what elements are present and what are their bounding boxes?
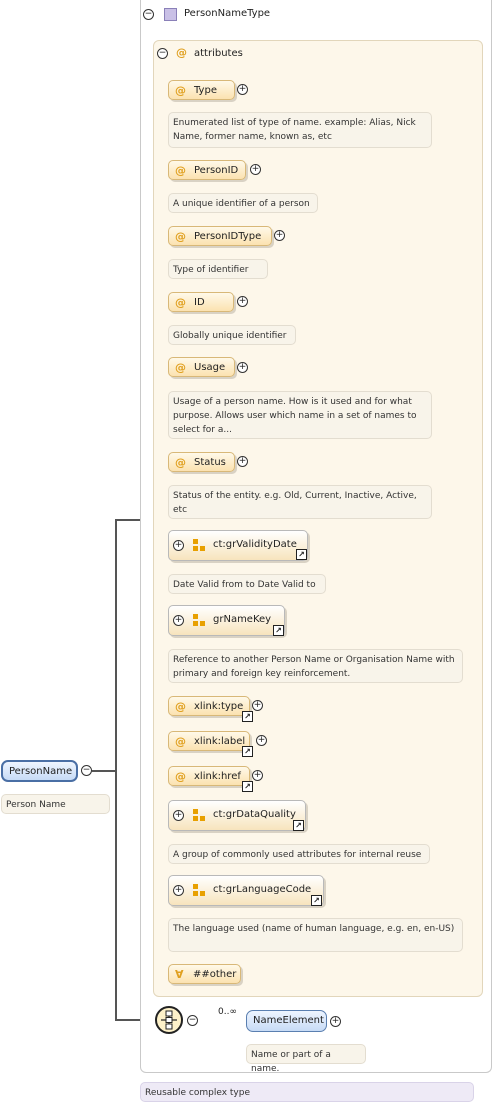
expand-languagecode-icon[interactable]: + [173,885,184,896]
complex-type-name: PersonNameType [184,8,271,19]
expand-dataquality-icon[interactable]: + [173,810,184,821]
collapse-attributes-icon[interactable]: − [157,48,168,59]
attribute-group-validitydate[interactable]: + ct:grValidityDate ↗ [168,530,308,561]
attribute-icon: @ [175,164,186,177]
attribute-group-doc-dataquality: A group of commonly used attributes for … [168,844,430,864]
attribute-icon: @ [175,361,186,374]
attribute-doc-status: Status of the entity. e.g. Old, Current,… [168,485,432,519]
complex-type-annotation: Reusable complex type [140,1082,474,1102]
sequence-compositor-icon[interactable] [155,1006,183,1034]
xlink-label-reference-icon[interactable]: ↗ [242,746,253,757]
attribute-group-doc-validitydate: Date Valid from to Date Valid to [168,574,326,594]
attribute-icon: @ [175,84,186,97]
attribute-group-icon [193,884,206,897]
collapse-sequence-icon[interactable]: − [187,1015,198,1026]
attribute-group-doc-languagecode: The language used (name of human languag… [168,918,463,952]
attribute-usage[interactable]: @ Usage [168,357,235,377]
attribute-group-doc-namekey: Reference to another Person Name or Orga… [168,649,463,683]
expand-xlink-href-icon[interactable]: + [252,770,263,781]
attribute-group-dataquality[interactable]: + ct:grDataQuality ↗ [168,800,306,831]
attribute-personid[interactable]: @ PersonID [168,160,246,180]
expand-validitydate-icon[interactable]: + [173,540,184,551]
expand-xlink-label-icon[interactable]: + [256,735,267,746]
root-element-doc: Person Name [1,794,110,814]
attribute-xlink-label[interactable]: @ xlink:label [168,731,250,751]
child-element-label: NameElement [253,1015,324,1026]
attribute-doc-personid: A unique identifier of a person [168,193,318,213]
expand-namekey-icon[interactable]: + [173,615,184,626]
attribute-group-icon [193,614,206,627]
attribute-xlink-type[interactable]: @ xlink:type [168,696,250,716]
attribute-group-languagecode[interactable]: + ct:grLanguageCode ↗ [168,875,324,906]
attribute-label: Usage [194,362,226,373]
reference-arrow-icon[interactable]: ↗ [293,820,304,831]
attribute-label: PersonIDType [194,231,262,242]
attributes-label: attributes [194,48,243,59]
attribute-doc-type: Enumerated list of type of name. example… [168,112,432,148]
any-attribute[interactable]: ∀ ##other [168,964,241,984]
complex-type-icon [164,8,177,21]
attribute-id[interactable]: @ ID [168,292,234,312]
attribute-doc-personidtype: Type of identifier [168,259,268,279]
attribute-group-label: ct:grLanguageCode [213,884,312,895]
reference-arrow-icon[interactable]: ↗ [311,895,322,906]
attribute-label: Type [194,85,217,96]
root-element-personname[interactable]: PersonName [1,760,78,782]
attribute-doc-id: Globally unique identifier [168,325,296,345]
reference-arrow-icon[interactable]: ↗ [296,549,307,560]
attribute-group-label: grNameKey [213,614,272,625]
xlink-type-reference-icon[interactable]: ↗ [242,711,253,722]
attribute-icon: @ [175,700,186,713]
child-element-doc: Name or part of a name. [246,1044,366,1074]
attribute-doc-usage: Usage of a person name. How is it used a… [168,391,432,439]
expand-status-icon[interactable]: + [237,456,248,467]
reference-arrow-icon[interactable]: ↗ [273,625,284,636]
expand-xlink-type-icon[interactable]: + [252,700,263,711]
attribute-icon: @ [175,296,186,309]
attribute-label: PersonID [194,165,239,176]
attribute-group-namekey[interactable]: + grNameKey ↗ [168,605,285,636]
collapse-complex-type-icon[interactable]: − [143,9,154,20]
expand-type-icon[interactable]: + [237,84,248,95]
attribute-label: Status [194,457,226,468]
attribute-label: xlink:label [194,736,246,747]
connector-vertical [115,520,117,1020]
attribute-label: ID [194,297,205,308]
expand-id-icon[interactable]: + [237,296,248,307]
attribute-personidtype[interactable]: @ PersonIDType [168,226,272,246]
attribute-label: xlink:href [194,771,241,782]
child-cardinality: 0..∞ [218,1007,237,1017]
expand-personidtype-icon[interactable]: + [274,230,285,241]
attribute-icon: @ [175,230,186,243]
attribute-group-icon [193,539,206,552]
expand-personid-icon[interactable]: + [250,164,261,175]
attribute-group-icon [193,809,206,822]
attribute-label: xlink:type [194,701,244,712]
xlink-href-reference-icon[interactable]: ↗ [242,781,253,792]
attribute-icon: @ [175,770,186,783]
attribute-group-label: ct:grValidityDate [213,539,297,550]
connector-root-horizontal [92,770,116,772]
expand-usage-icon[interactable]: + [237,362,248,373]
collapse-root-element-icon[interactable]: − [81,765,92,776]
any-attribute-label: ##other [193,969,237,980]
attribute-icon: @ [175,735,186,748]
connector-top-branch [115,519,154,521]
attribute-status[interactable]: @ Status [168,452,235,472]
attribute-xlink-href[interactable]: @ xlink:href [168,766,250,786]
root-element-label: PersonName [9,766,73,777]
attribute-type[interactable]: @ Type [168,80,235,100]
any-attribute-icon: ∀ [175,968,184,981]
connector-bottom-branch [115,1019,155,1021]
attribute-icon: @ [175,456,186,469]
attributes-at-icon: @ [176,46,187,59]
expand-child-element-icon[interactable]: + [330,1016,341,1027]
child-element-nameelement[interactable]: NameElement [246,1010,327,1032]
attribute-group-label: ct:grDataQuality [213,809,296,820]
